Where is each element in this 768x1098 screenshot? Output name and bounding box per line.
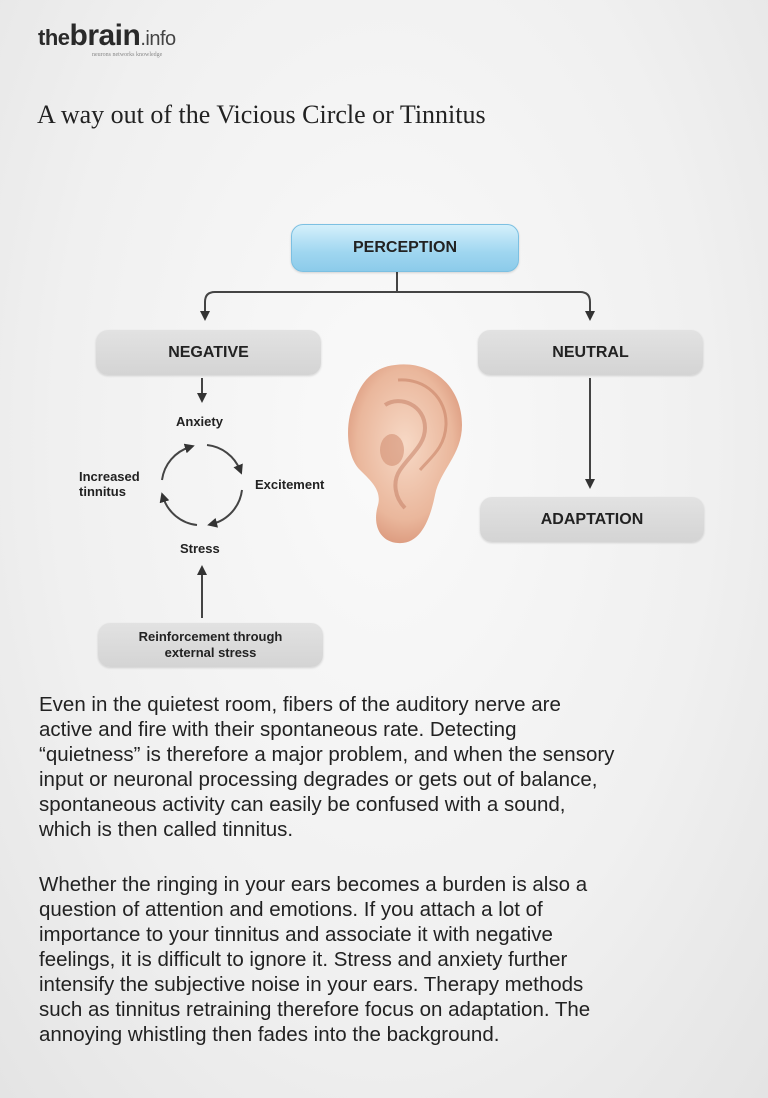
- text-line: feelings, it is difficult to ignore it. …: [39, 948, 568, 971]
- ear-illustration: [348, 364, 462, 544]
- cycle-label-stress: Stress: [180, 541, 220, 556]
- text-line: Whether the ringing in your ears becomes…: [39, 873, 588, 896]
- cycle-arc-stress-increased: [159, 492, 198, 526]
- page-title: A way out of the Vicious Circle or Tinni…: [37, 100, 486, 129]
- text-line: active and fire with their spontaneous r…: [39, 718, 517, 741]
- text-line: Even in the quietest room, fibers of the…: [39, 693, 561, 716]
- text-line: importance to your tinnitus and associat…: [39, 923, 553, 946]
- cycle-arc-increased-anxiety: [161, 443, 195, 481]
- logo: thebrain.info: [38, 19, 176, 52]
- text-line: intensify the subjective noise in your e…: [39, 973, 584, 996]
- text-line: such as tinnitus retraining therefore fo…: [39, 998, 591, 1021]
- paragraph-2: Whether the ringing in your ears becomes…: [39, 872, 590, 1047]
- text-line: spontaneous activity can easily be confu…: [39, 793, 566, 816]
- text-line: which is then called tinnitus.: [39, 818, 294, 841]
- neutral-box: NEUTRAL: [478, 330, 703, 375]
- branch-right: [397, 291, 595, 321]
- logo-the: the: [38, 25, 70, 50]
- logo-info: .info: [140, 28, 176, 50]
- cycle-arc-excitement-stress: [207, 489, 243, 528]
- cycle-arc-anxiety-excitement: [206, 444, 243, 475]
- adaptation-box: ADAPTATION: [480, 497, 704, 542]
- text-line: annoying whistling then fades into the b…: [39, 1023, 500, 1046]
- diagram-connectors: [159, 270, 595, 618]
- cycle-label-increased-tinnitus: Increased tinnitus: [79, 469, 140, 499]
- text-line: “quietness” is therefore a major problem…: [39, 743, 615, 766]
- negative-box: NEGATIVE: [96, 330, 321, 375]
- perception-box: PERCEPTION: [291, 224, 519, 272]
- logo-tagline: neurons networks knowledge: [92, 52, 163, 58]
- cycle-label-increased: Increased: [79, 469, 140, 484]
- paragraph-1: Even in the quietest room, fibers of the…: [39, 692, 614, 842]
- text-line: input or neuronal processing degrades or…: [39, 768, 598, 791]
- cycle-label-excitement: Excitement: [255, 477, 325, 492]
- branch-left: [200, 291, 397, 321]
- logo-brain: brain: [69, 19, 141, 52]
- text-line: question of attention and emotions. If y…: [39, 898, 543, 921]
- cycle-label-tinnitus: tinnitus: [79, 484, 126, 499]
- reinforcement-box: Reinforcement through external stress: [98, 623, 323, 667]
- cycle-label-anxiety: Anxiety: [176, 414, 223, 429]
